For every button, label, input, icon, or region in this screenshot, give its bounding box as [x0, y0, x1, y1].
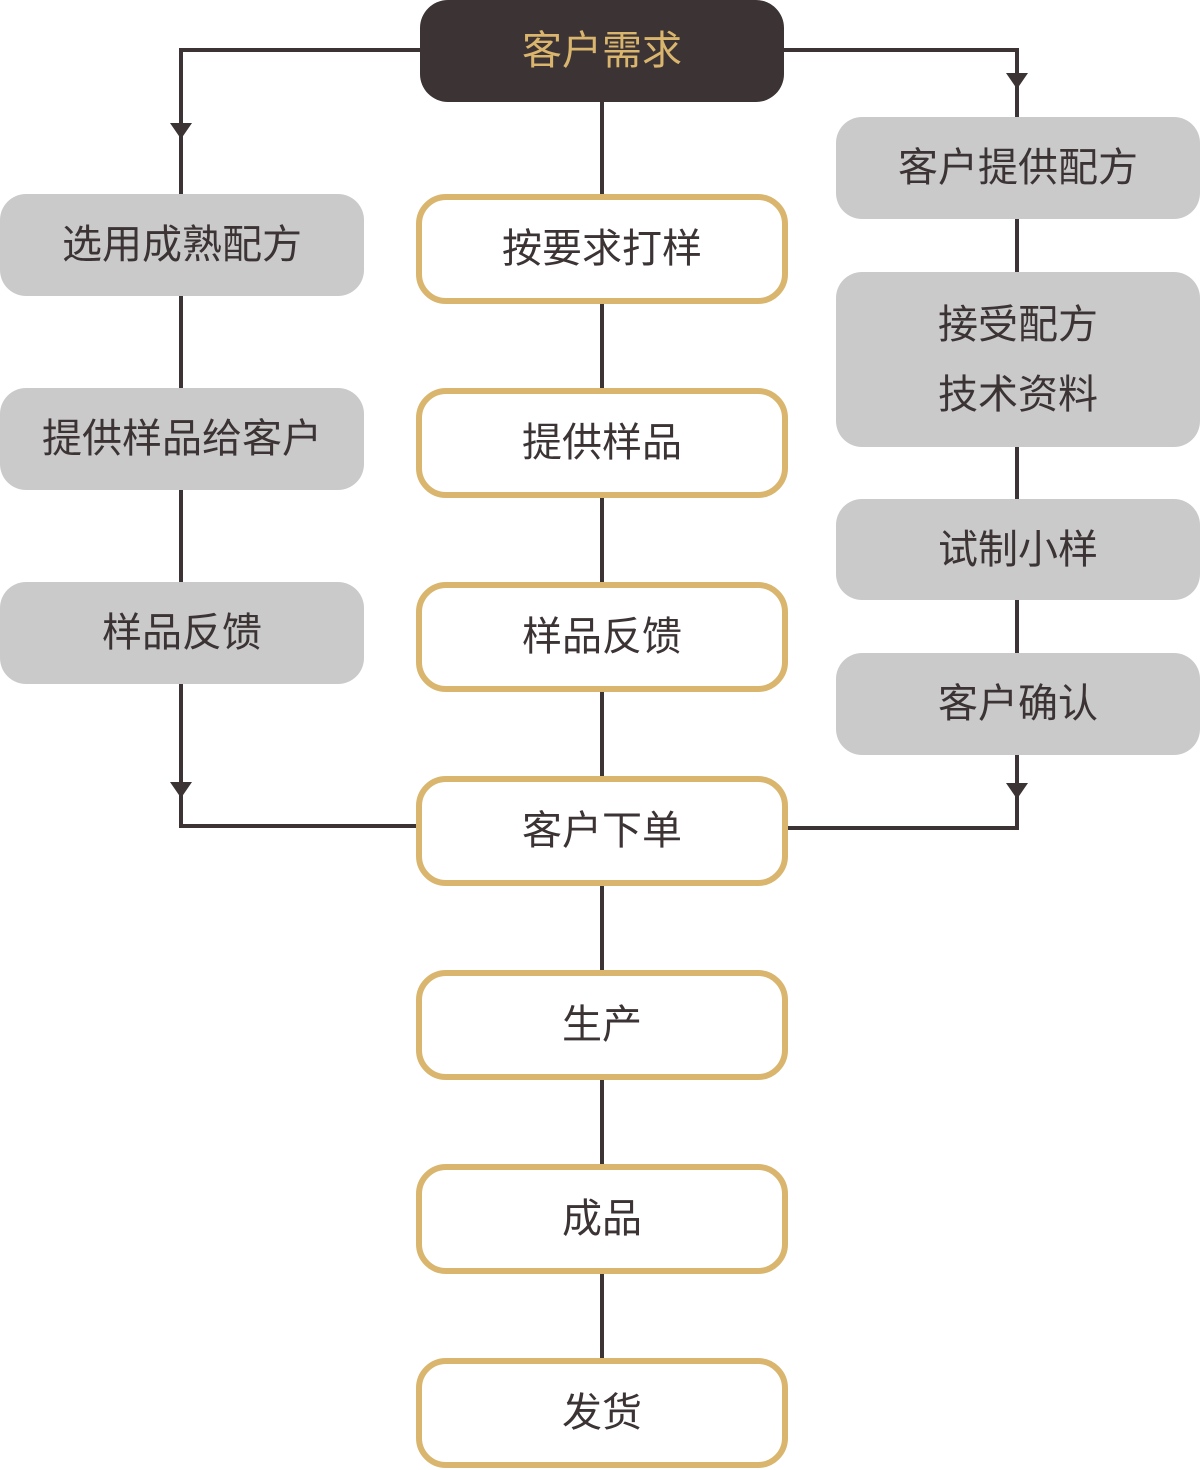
- main-node-sample-to-spec: 按要求打样: [416, 194, 788, 304]
- left-branch-arrow-join-icon: [170, 782, 192, 798]
- main-node-provide-sample: 提供样品: [416, 388, 788, 498]
- main-node-customer-order: 客户下单: [416, 776, 788, 886]
- root-node-customer-demand: 客户需求: [420, 0, 784, 102]
- left-node-sample-feedback: 样品反馈: [0, 582, 364, 684]
- left-node-sample-to-customer: 提供样品给客户: [0, 388, 364, 490]
- right-branch-arrow-join-icon: [1006, 783, 1028, 799]
- main-node-sample-feedback: 样品反馈: [416, 582, 788, 692]
- right-node-customer-confirm: 客户确认: [836, 653, 1200, 755]
- right-node-accept-formula: 接受配方 技术资料: [836, 272, 1200, 447]
- right-node-customer-formula: 客户提供配方: [836, 117, 1200, 219]
- right-node-trial-sample: 试制小样: [836, 499, 1200, 600]
- main-node-production: 生产: [416, 970, 788, 1080]
- left-branch-arrow-down-icon: [170, 123, 192, 139]
- main-node-shipment: 发货: [416, 1358, 788, 1468]
- right-branch-arrow-down-icon: [1006, 73, 1028, 89]
- left-node-select-formula: 选用成熟配方: [0, 194, 364, 296]
- main-node-finished-product: 成品: [416, 1164, 788, 1274]
